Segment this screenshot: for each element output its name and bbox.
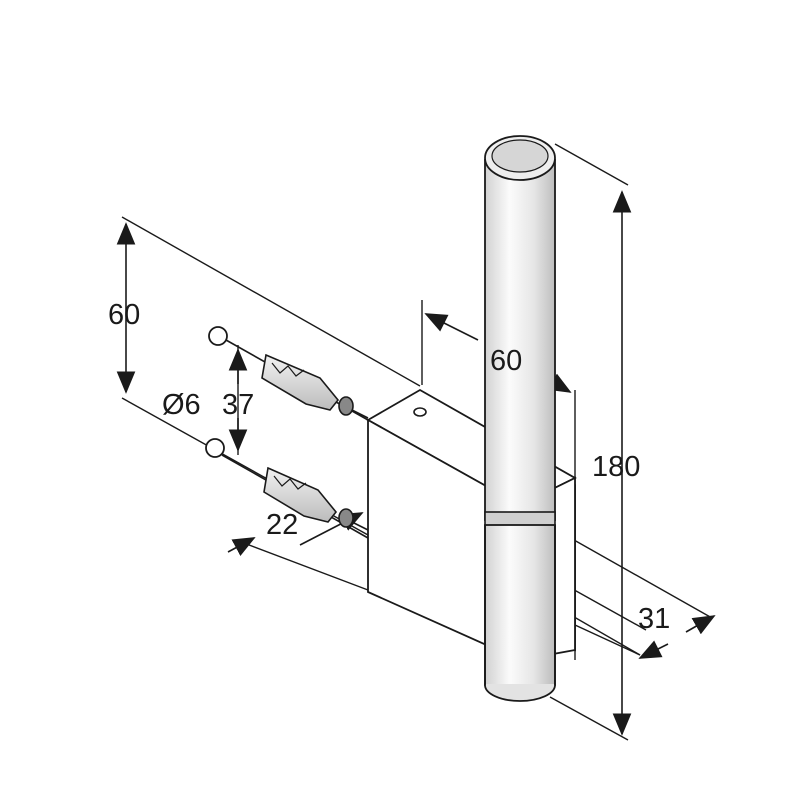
dim-width-top: 60 <box>490 345 522 377</box>
dimension-arrows <box>116 190 716 736</box>
lower-dowel <box>263 466 338 523</box>
lower-screw-assembly <box>205 438 369 539</box>
hole-marker-upper <box>208 326 228 346</box>
dim-height-left: 60 <box>108 299 140 331</box>
dim-total-height: 180 <box>592 451 640 483</box>
hole-marker-lower <box>205 438 225 458</box>
plate-hole-icon <box>413 407 427 417</box>
dim-hole-diameter: Ø6 <box>162 389 201 421</box>
hinge-barrel <box>484 135 556 702</box>
upper-screw-assembly <box>208 326 369 421</box>
dim-hole-spacing: 37 <box>222 389 254 421</box>
dimension-labels: 60 Ø6 37 22 60 180 31 <box>108 299 670 635</box>
dim-depth-small: 22 <box>266 509 298 541</box>
dim-thickness: 31 <box>638 603 670 635</box>
upper-screw-head <box>338 396 354 416</box>
lower-screw-head <box>338 508 354 528</box>
upper-dowel <box>261 353 340 411</box>
